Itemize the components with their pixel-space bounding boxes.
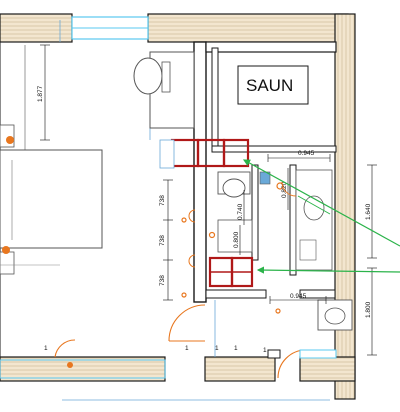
sauna-room: SAUN xyxy=(237,65,309,105)
wc-partition xyxy=(251,164,259,261)
arrow-short xyxy=(297,195,331,215)
sauna-label: SAUN xyxy=(246,76,293,95)
wall-outlet-arc-1 xyxy=(188,209,196,223)
wc-bowl xyxy=(222,178,246,198)
arrow-to-cabinet-bottom xyxy=(256,266,400,274)
door-frame-right xyxy=(299,349,337,359)
bracket-marker-1 xyxy=(6,136,14,144)
shower-tray-left xyxy=(217,219,253,253)
annotation-arrows xyxy=(242,159,400,274)
dim-0945-top: 0.945 xyxy=(298,150,315,157)
storage-cabinets xyxy=(170,138,254,288)
sauna-wall-left xyxy=(211,47,219,153)
bottom-wall-mid xyxy=(204,356,276,382)
marks: 1 1 1 1 1 xyxy=(44,345,267,354)
lower-partition xyxy=(299,289,336,299)
dim-1800: 1.800 xyxy=(365,301,372,318)
dim-738-2: 738 xyxy=(159,235,166,246)
doors xyxy=(54,181,337,379)
nightstand-bottom xyxy=(0,251,15,275)
nightstand-top xyxy=(0,124,15,148)
bracket-marker-2 xyxy=(2,246,10,254)
right-wall xyxy=(334,13,356,400)
mark-4: 1 xyxy=(263,347,267,354)
dim-0740: 0.740 xyxy=(237,203,244,220)
mark-2: 1 xyxy=(215,345,219,352)
socket-marker-3 xyxy=(208,231,216,239)
toilet-top xyxy=(133,57,163,95)
dim-738-1: 738 xyxy=(159,195,166,206)
bottom-wall-right xyxy=(299,356,356,382)
bottom-wall-left xyxy=(0,356,166,382)
bottom-window xyxy=(0,359,166,379)
cabinet-upper-3 xyxy=(222,138,250,168)
dim-1640: 1.640 xyxy=(365,203,372,220)
door-swing-wc xyxy=(281,181,297,197)
interior-wall-b xyxy=(205,41,337,53)
shower-partition xyxy=(289,164,297,276)
bath-fixtures xyxy=(159,139,353,331)
door-swing-corridor xyxy=(168,304,206,342)
interior-wall-a xyxy=(193,41,207,303)
top-wall-right xyxy=(147,13,349,43)
socket-marker-4 xyxy=(275,308,281,314)
top-wall-left xyxy=(0,13,73,43)
wall-outlet-arc-2 xyxy=(188,254,196,268)
dimensions-left: 738 738 738 xyxy=(159,179,196,301)
dim-1877: 1.877 xyxy=(37,85,44,102)
bed xyxy=(0,149,103,249)
mark-3: 1 xyxy=(234,345,238,352)
door-frame-bottom xyxy=(267,349,281,359)
corridor-wall xyxy=(205,289,267,299)
dim-0945-bottom: 0.945 xyxy=(290,293,307,300)
wash-basin xyxy=(303,195,325,221)
socket-marker-8 xyxy=(67,362,73,368)
sauna-wall-bottom xyxy=(211,145,337,153)
corridor-sink-bowl xyxy=(324,307,346,325)
door-swing-bottom-left xyxy=(54,339,76,358)
sauna-label-box xyxy=(237,65,309,105)
mark-5: 1 xyxy=(44,345,48,352)
mark-1: 1 xyxy=(185,345,189,352)
socket-marker-6 xyxy=(181,217,187,223)
socket-marker-7 xyxy=(181,292,187,298)
fixture-markers xyxy=(2,136,328,368)
dim-738-3: 738 xyxy=(159,275,166,286)
arrow-to-cabinet-top xyxy=(242,159,400,247)
dim-0800: 0.800 xyxy=(233,231,240,248)
bedroom: 1.877 xyxy=(0,20,195,357)
